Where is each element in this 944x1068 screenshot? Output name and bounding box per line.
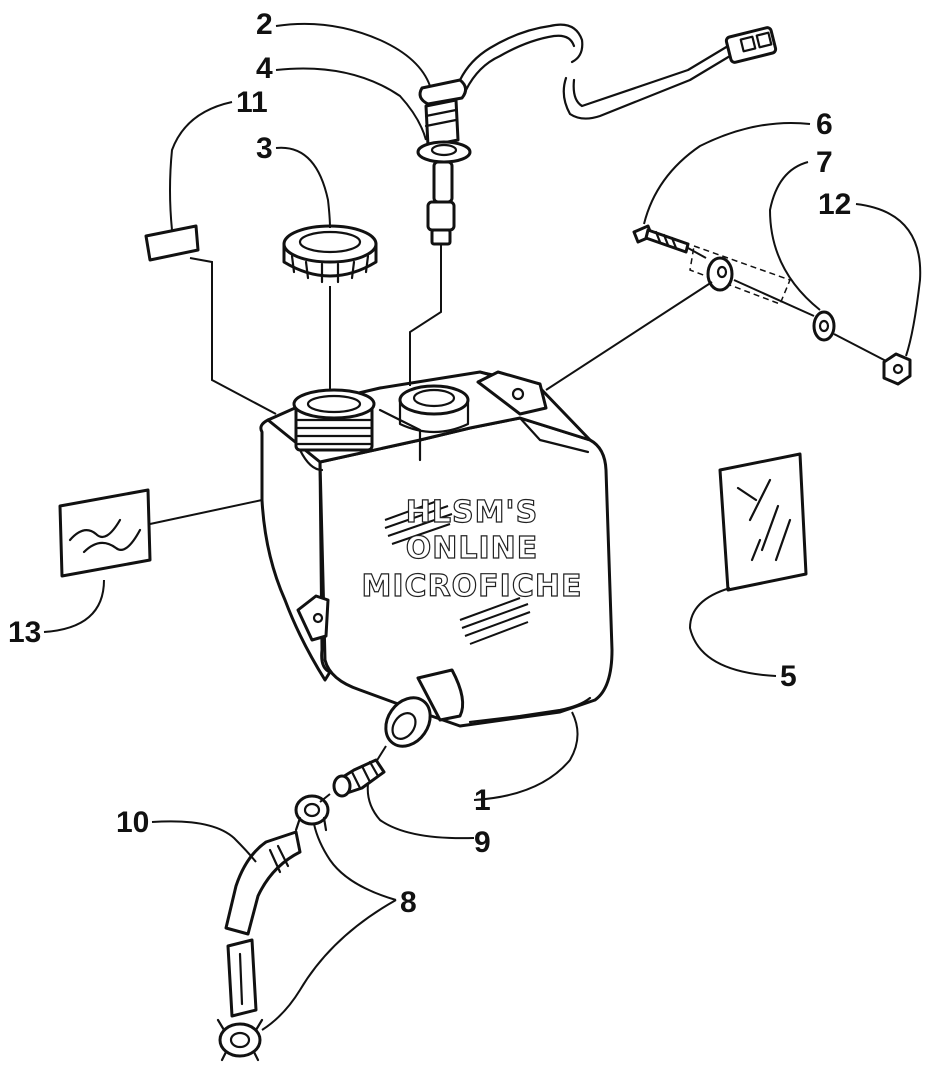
callout-5: 5: [780, 660, 797, 693]
callouts: 2 4 11 3 6 7 12 13 5 1 10 9 8: [8, 8, 851, 919]
filler-cap: [282, 224, 378, 284]
decal-13: [58, 488, 152, 578]
callout-1: 1: [474, 784, 491, 817]
callout-13: 13: [8, 616, 41, 649]
callout-3: 3: [256, 132, 273, 165]
callout-4: 4: [256, 52, 273, 85]
outlet-fitting: [332, 758, 386, 798]
clamp-lower: [216, 1018, 264, 1062]
clamp-upper: [294, 794, 330, 832]
callout-2: 2: [256, 8, 273, 41]
watermark-line-2: ONLINE: [406, 531, 539, 566]
callout-9: 9: [474, 826, 491, 859]
oil-level-sender: [416, 23, 778, 246]
watermark-line-1: HLSM'S: [406, 495, 538, 530]
leader-lines: [43, 22, 922, 1031]
callout-7: 7: [816, 146, 833, 179]
oil-tank: [259, 370, 614, 748]
watermark: HLSM'S ONLINE MICROFICHE: [361, 494, 583, 604]
watermark-line-3: MICROFICHE: [362, 569, 583, 604]
callout-10: 10: [116, 806, 149, 839]
oil-hose: [224, 830, 302, 1018]
decal-11: [144, 224, 200, 262]
tank-shading: [384, 499, 531, 645]
mount-hardware: [632, 224, 912, 386]
callout-8: 8: [400, 886, 417, 919]
callout-11: 11: [236, 86, 268, 119]
callout-12: 12: [818, 188, 851, 221]
decal-5: [718, 452, 808, 592]
callout-6: 6: [816, 108, 833, 141]
